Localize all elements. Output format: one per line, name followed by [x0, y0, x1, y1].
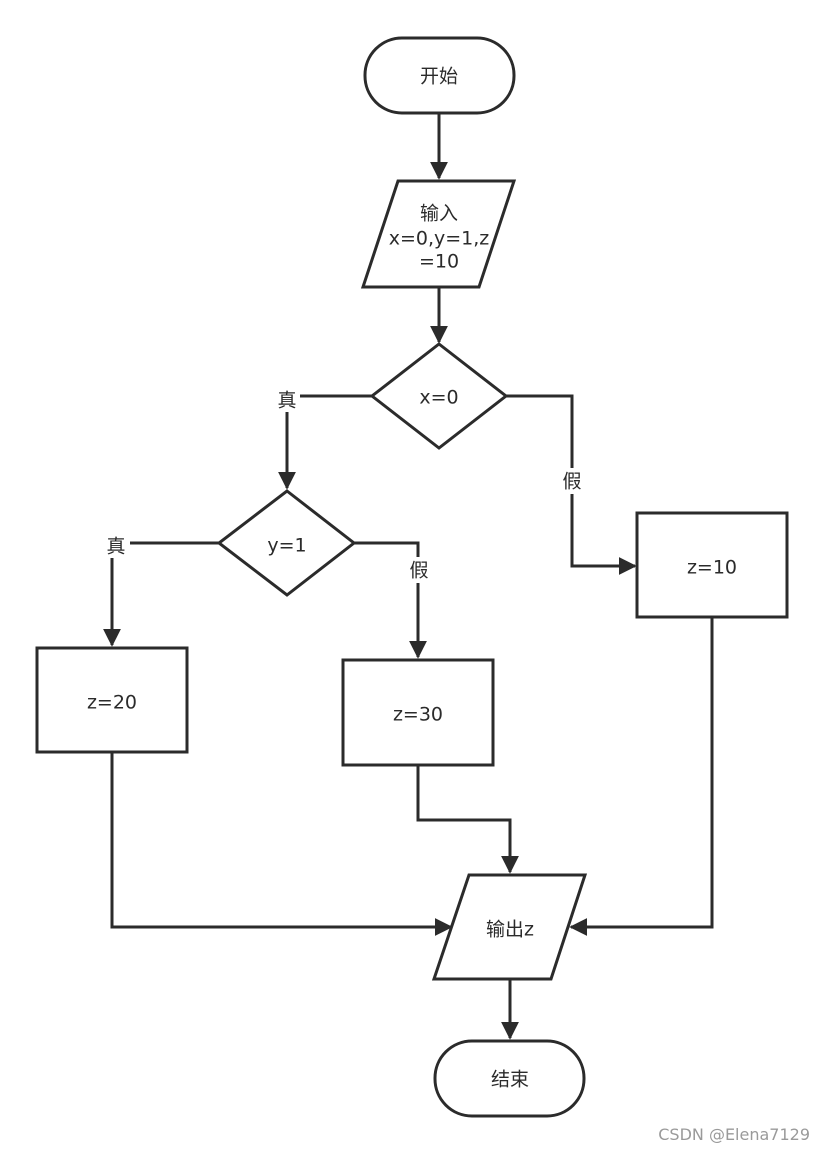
start-label: 开始 — [420, 66, 458, 88]
edge-decision-y-true — [103, 541, 219, 647]
end-label: 结束 — [491, 1069, 529, 1091]
start-node: 开始 — [363, 36, 516, 115]
edge-label-y-true-text: 真 — [106, 536, 125, 558]
output-label: 输出z — [486, 919, 534, 941]
edge-z30-to-output — [416, 766, 519, 874]
edge-decision-y-false — [354, 541, 427, 659]
edge-z20-to-output — [110, 753, 453, 936]
process-z20-node: z=20 — [35, 646, 189, 754]
input-title: 输入 — [420, 203, 458, 225]
edge-label-x-true-text: 真 — [277, 390, 296, 412]
edge-label-x-false-text: 假 — [562, 471, 581, 493]
input-values-line1: x=0,y=1,z — [389, 228, 490, 250]
edge-label-y-false-text: 假 — [409, 560, 428, 582]
csdn-watermark: CSDN @Elena7129 — [658, 1125, 810, 1144]
input-node: 输入 x=0,y=1,z =10 — [360, 179, 517, 289]
process-z10-label: z=10 — [687, 557, 737, 579]
output-parallelogram-shape — [431, 873, 588, 981]
process-z30-box — [341, 658, 495, 767]
process-z10-node: z=10 — [635, 511, 789, 619]
output-node: 输出z — [431, 873, 588, 981]
process-z20-label: z=20 — [87, 692, 137, 714]
decision-y-node: y=1 — [216, 489, 357, 597]
decision-x-diamond — [369, 342, 509, 450]
edge-label-x-true: 真 — [274, 388, 300, 412]
process-z30-node: z=30 — [341, 658, 495, 767]
decision-x-node: x=0 — [369, 342, 509, 450]
decision-y-diamond — [216, 489, 357, 597]
process-z30-label: z=30 — [393, 704, 443, 726]
end-terminator-shape — [433, 1039, 586, 1118]
input-values-line2: =10 — [419, 251, 459, 273]
edge-label-x-false: 假 — [559, 468, 585, 494]
edge-label-y-true: 真 — [102, 534, 130, 558]
decision-y-label: y=1 — [267, 535, 306, 557]
end-node: 结束 — [433, 1039, 586, 1118]
edge-label-y-false: 假 — [405, 557, 433, 583]
process-z10-box — [635, 511, 789, 619]
input-parallelogram-shape — [360, 179, 517, 289]
start-terminator-shape — [363, 36, 516, 115]
edge-z10-to-output — [569, 618, 714, 936]
decision-x-label: x=0 — [419, 387, 458, 409]
process-z20-box — [35, 646, 189, 754]
